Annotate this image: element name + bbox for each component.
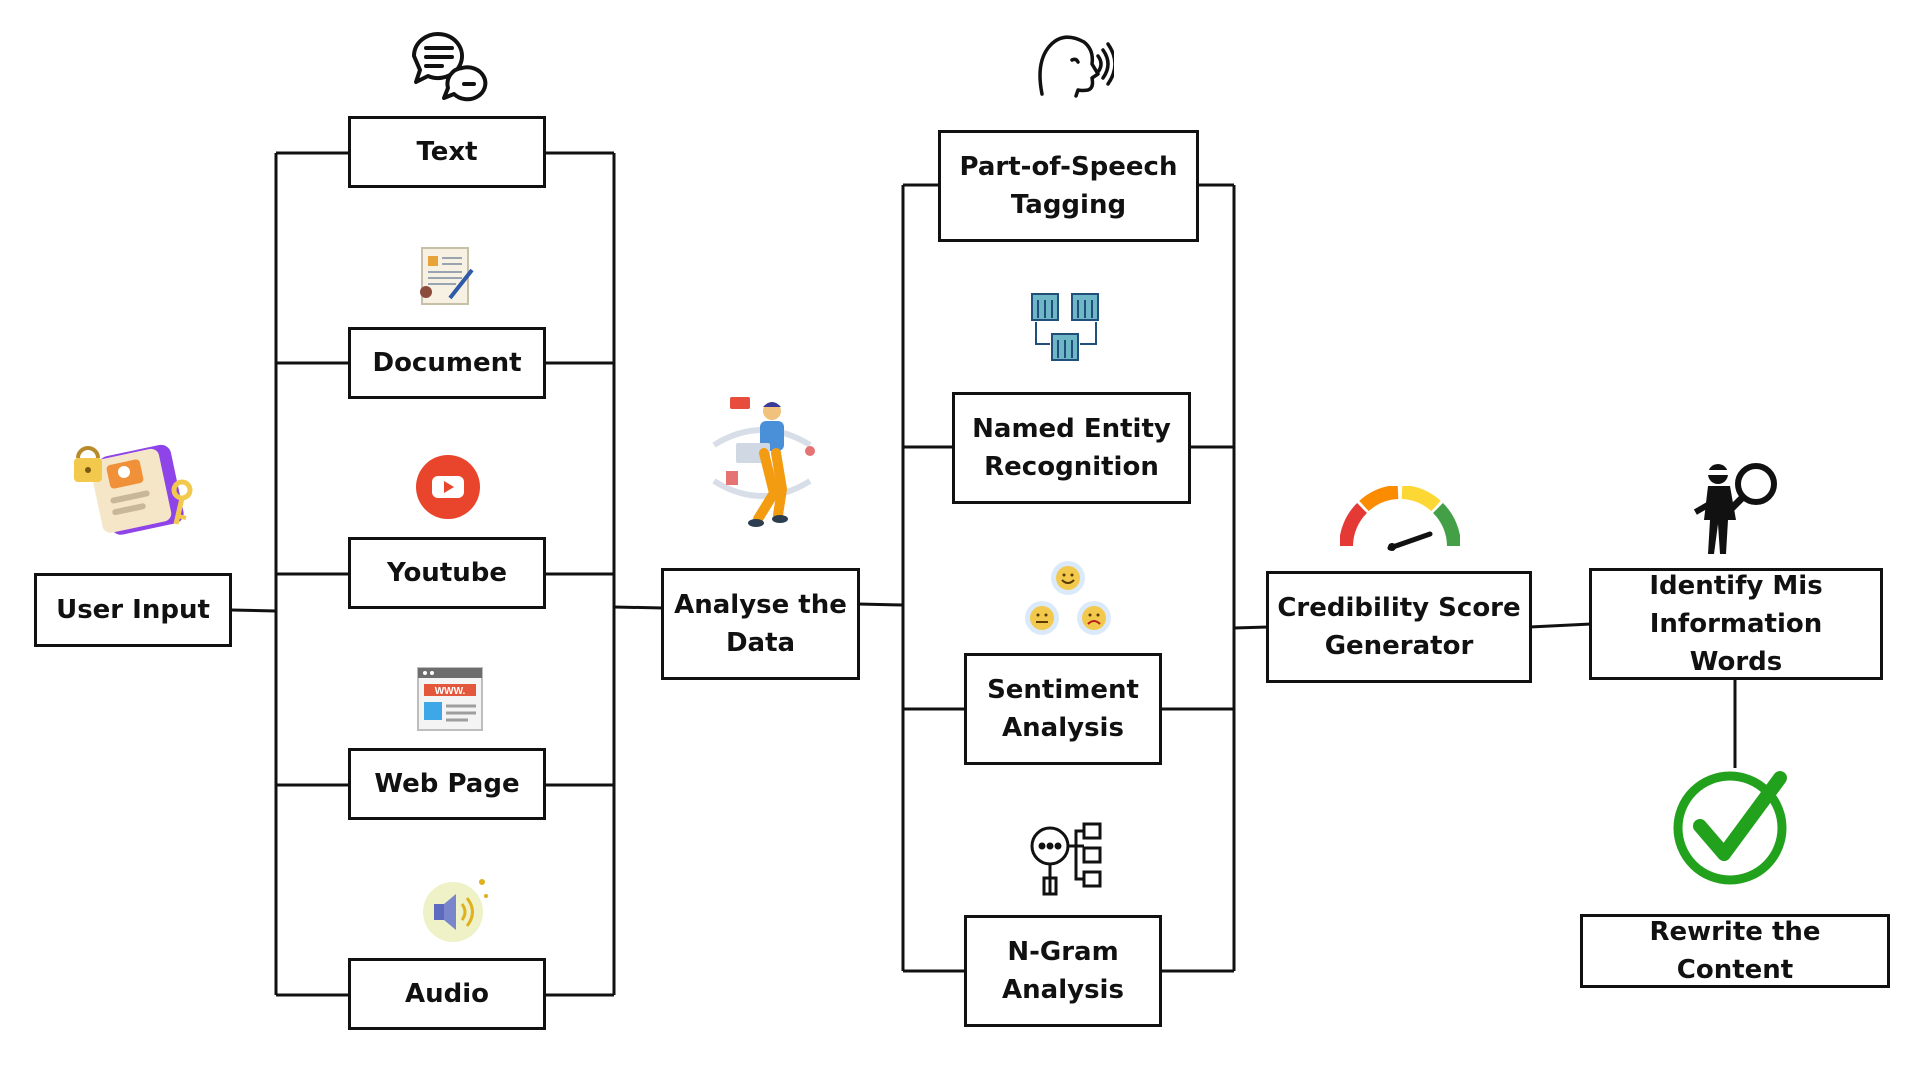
document-icon [420, 247, 474, 305]
web-page-box: Web Page [348, 748, 546, 820]
youtube-box: Youtube [348, 537, 546, 609]
secure-profile-icon [74, 444, 193, 535]
ngram-search-icon [1030, 822, 1102, 896]
document-label: Document [372, 348, 522, 378]
identify-box: Identify Mis Information Words [1589, 568, 1883, 680]
credibility-label: Credibility Score Generator [1277, 593, 1521, 661]
sentiment-label: Sentiment Analysis [987, 675, 1139, 743]
check-icon [1673, 771, 1787, 885]
text-box: Text [348, 116, 546, 188]
connector-analyse-in [613, 605, 664, 610]
speaking-head-icon [1038, 35, 1114, 98]
rewrite-label: Rewrite the Content [1649, 917, 1821, 985]
ngram-label: N-Gram Analysis [1002, 937, 1124, 1005]
ner-box: Named Entity Recognition [952, 392, 1191, 504]
investigator-icon [1693, 463, 1777, 554]
user-input-label: User Input [56, 595, 210, 625]
pos-box: Part-of-Speech Tagging [938, 130, 1199, 242]
audio-box: Audio [348, 958, 546, 1030]
identify-label: Identify Mis Information Words [1649, 571, 1823, 677]
chat-bubbles-icon [412, 32, 488, 102]
analyse-label: Analyse the Data [674, 590, 847, 658]
audio-label: Audio [404, 979, 490, 1009]
user-input-box: User Input [34, 573, 232, 647]
connector-credibility-in [1233, 625, 1269, 630]
credibility-box: Credibility Score Generator [1266, 571, 1532, 683]
connector-analyse-out [857, 602, 904, 607]
web-page-label: Web Page [374, 769, 520, 799]
analyse-box: Analyse the Data [661, 568, 860, 680]
speaker-icon [423, 879, 488, 942]
ngram-box: N-Gram Analysis [964, 915, 1162, 1027]
web-page-icon: WWW. [417, 667, 483, 731]
buildings-network-icon [1031, 293, 1099, 361]
www-text: WWW. [435, 686, 466, 697]
sentiment-box: Sentiment Analysis [964, 653, 1162, 765]
analyst-person-icon [712, 397, 815, 527]
rewrite-box: Rewrite the Content [1580, 914, 1890, 988]
connector-user-input [231, 608, 277, 613]
youtube-label: Youtube [387, 558, 507, 588]
ner-label: Named Entity Recognition [972, 414, 1171, 482]
pos-label: Part-of-Speech Tagging [959, 152, 1178, 220]
document-box: Document [348, 327, 546, 399]
youtube-icon [416, 455, 480, 519]
sentiment-faces-icon [1025, 561, 1111, 635]
connector-identify-in [1529, 622, 1592, 629]
gauge-icon [1340, 486, 1460, 551]
text-label: Text [416, 137, 478, 167]
